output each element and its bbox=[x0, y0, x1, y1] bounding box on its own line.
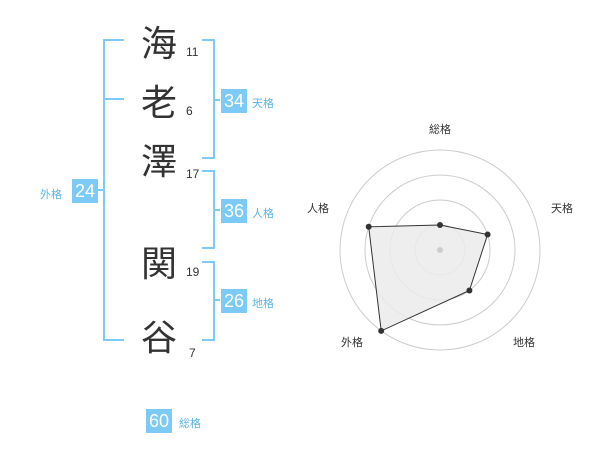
gaikaku-bracket bbox=[103, 39, 124, 341]
radar-point-3 bbox=[466, 287, 473, 294]
stroke-count-2: 6 bbox=[186, 104, 193, 118]
radar-center-dot bbox=[437, 247, 443, 253]
radar-polygon-layer bbox=[368, 224, 489, 332]
radar-axis-label-soukaku: 総格 bbox=[429, 122, 451, 136]
jinkaku-label: 人格 bbox=[252, 206, 274, 220]
radar-point-2 bbox=[484, 231, 491, 238]
radar-ring-3 bbox=[364, 174, 516, 326]
chikaku-label: 地格 bbox=[252, 296, 274, 310]
radar-polygon bbox=[368, 224, 489, 332]
jinkaku-badge: 36 人格 bbox=[221, 199, 274, 223]
jinkaku-bracket bbox=[202, 170, 215, 249]
chikaku-badge-bg bbox=[221, 289, 247, 313]
radar-axis-label-tenkaku: 天格 bbox=[551, 201, 573, 215]
soukaku-badge: 60 総格 bbox=[146, 409, 201, 433]
tenkaku-badge-bg bbox=[221, 89, 247, 113]
chikaku-bracket bbox=[202, 261, 215, 341]
name-column: 海 11 老 6 澤 17 関 19 谷 7 bbox=[141, 24, 200, 360]
tenkaku-bracket bbox=[202, 39, 215, 159]
stroke-count-1: 11 bbox=[186, 45, 199, 59]
name-char-5: 谷 bbox=[141, 318, 177, 359]
radar-point-4 bbox=[378, 327, 385, 334]
radar-point-5 bbox=[365, 223, 372, 230]
name-char-1: 海 bbox=[141, 24, 177, 65]
radar-chart: 総格 天格 地格 外格 人格 bbox=[307, 122, 573, 351]
radar-point-1 bbox=[437, 222, 443, 228]
radar-axis-label-chikaku: 地格 bbox=[513, 335, 535, 349]
tenkaku-value: 34 bbox=[224, 91, 244, 111]
gaikaku-badge: 外格 24 bbox=[40, 179, 98, 203]
stroke-count-4: 19 bbox=[186, 265, 200, 279]
soukaku-value: 60 bbox=[149, 411, 169, 431]
stroke-count-5: 7 bbox=[189, 346, 196, 360]
chikaku-badge: 26 地格 bbox=[221, 289, 274, 313]
name-char-2: 老 bbox=[141, 83, 177, 124]
gaikaku-label: 外格 bbox=[40, 187, 62, 201]
soukaku-badge-bg bbox=[146, 409, 172, 433]
stroke-count-3: 17 bbox=[186, 167, 200, 181]
name-char-4: 関 bbox=[141, 244, 177, 285]
radar-axis-label-gaikaku: 外格 bbox=[341, 335, 363, 349]
jinkaku-badge-bg bbox=[221, 199, 247, 223]
tenkaku-badge: 34 天格 bbox=[221, 89, 274, 113]
soukaku-label: 総格 bbox=[179, 416, 201, 430]
jinkaku-value: 36 bbox=[224, 201, 244, 221]
radar-ring-4 bbox=[339, 149, 541, 351]
brackets bbox=[98, 39, 220, 341]
tenkaku-label: 天格 bbox=[252, 96, 274, 110]
gaikaku-badge-bg bbox=[72, 179, 98, 203]
gaikaku-value: 24 bbox=[75, 181, 95, 201]
chikaku-value: 26 bbox=[224, 291, 244, 311]
radar-axis-label-jinkaku: 人格 bbox=[307, 201, 329, 215]
name-char-3: 澤 bbox=[141, 142, 177, 183]
radar-points bbox=[365, 222, 491, 334]
